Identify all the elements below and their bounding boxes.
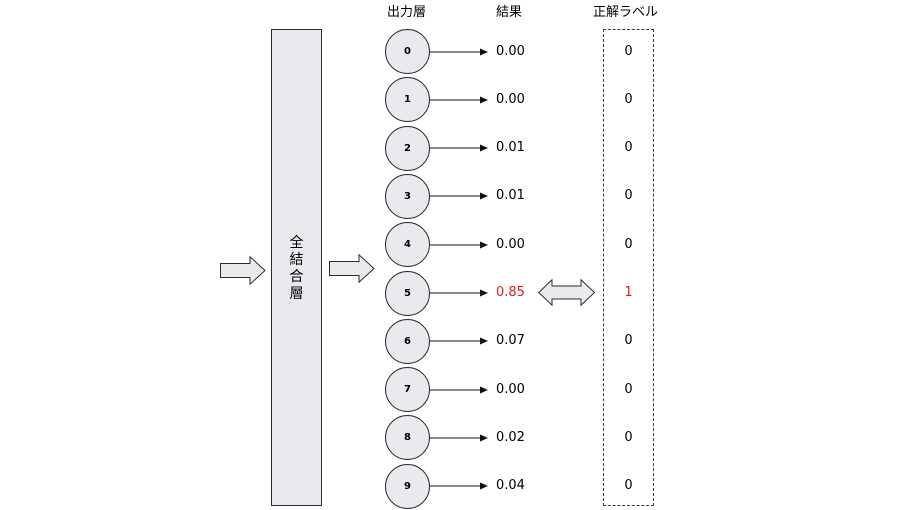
output-node-1: 1 (385, 77, 430, 123)
connector-arrow-icon (430, 241, 488, 249)
output-node-5: 5 (385, 270, 430, 316)
output-node-4: 4 (385, 222, 430, 268)
result-value-2: 0.01 (496, 140, 525, 156)
label-value-3: 0 (624, 188, 633, 204)
output-node-9: 9 (385, 463, 430, 509)
result-value-8: 0.02 (496, 429, 525, 445)
fully-connected-layer: 全 結 合 層 (271, 29, 322, 506)
output-node-3: 3 (385, 173, 430, 219)
label-value-6: 0 (624, 333, 633, 349)
result-value-7: 0.00 (496, 381, 525, 397)
label-column-box (603, 29, 654, 506)
result-header: 結果 (496, 5, 523, 20)
result-value-9: 0.04 (496, 478, 525, 494)
fc-label-char: 合 (289, 269, 304, 285)
label-value-1: 0 (624, 91, 633, 107)
fully-connected-layer-label: 全 結 合 層 (272, 235, 321, 303)
result-value-6: 0.07 (496, 333, 525, 349)
connector-arrow-icon (430, 386, 488, 394)
connector-arrow-icon (430, 434, 488, 442)
label-value-7: 0 (624, 381, 633, 397)
connector-arrow-icon (430, 48, 488, 55)
connector-arrow-icon (430, 96, 488, 104)
label-value-2: 0 (624, 140, 633, 156)
output-node-8: 8 (385, 415, 430, 461)
output-node-2: 2 (385, 125, 430, 171)
result-value-4: 0.00 (496, 236, 525, 252)
output-node-7: 7 (385, 367, 430, 413)
result-value-3: 0.01 (496, 188, 525, 204)
connector-arrow-icon (430, 289, 488, 297)
fc-label-char: 層 (289, 286, 304, 302)
result-value-0: 0.00 (496, 43, 525, 59)
compare-double-arrow-icon (538, 278, 596, 307)
label-value-8: 0 (624, 429, 633, 445)
label-value-4: 0 (624, 236, 633, 252)
fc-label-char: 全 (289, 235, 304, 251)
label-value-5: 1 (624, 285, 633, 300)
output-layer-header: 出力層 (387, 5, 427, 20)
input-arrow-icon (220, 255, 266, 286)
connector-arrow-icon (430, 192, 488, 200)
label-header: 正解ラベル (593, 5, 659, 20)
connector-arrow-icon (430, 482, 488, 490)
output-node-0: 0 (385, 29, 430, 74)
result-value-5: 0.85 (496, 285, 525, 300)
fc-to-output-arrow-icon (329, 253, 375, 284)
fc-label-char: 結 (289, 252, 304, 268)
label-value-9: 0 (624, 478, 633, 494)
output-node-6: 6 (385, 318, 430, 364)
connector-arrow-icon (430, 144, 488, 152)
label-value-0: 0 (624, 43, 633, 59)
result-value-1: 0.00 (496, 91, 525, 107)
connector-arrow-icon (430, 337, 488, 345)
